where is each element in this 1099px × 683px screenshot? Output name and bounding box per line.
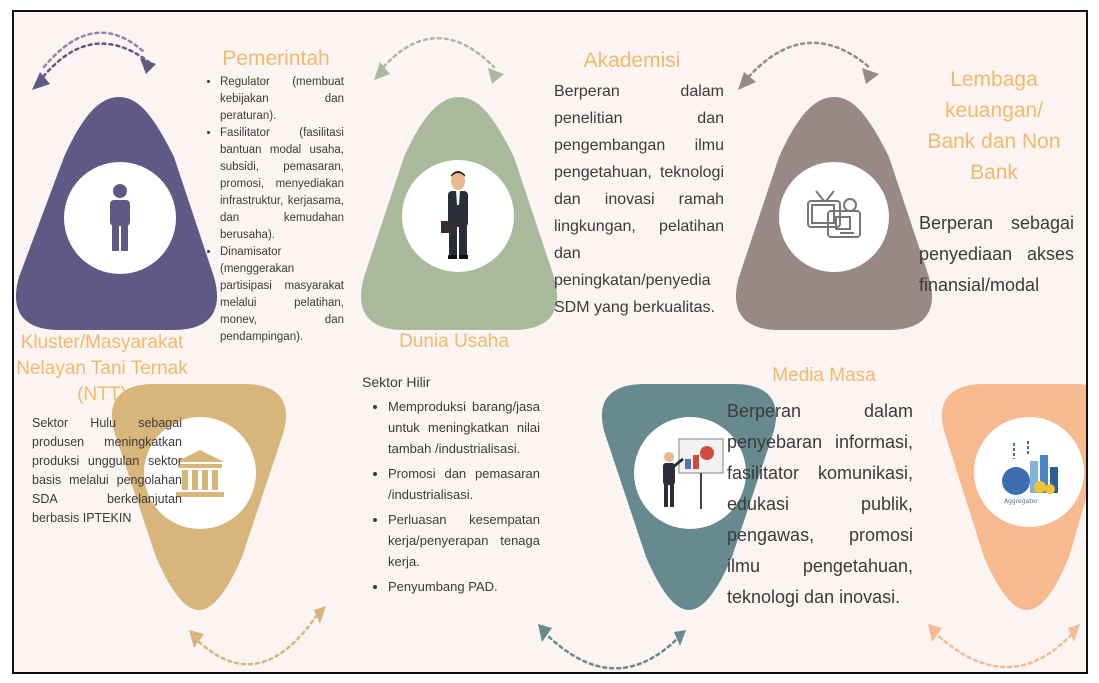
akademisi-text: Berperan dalam penelitian dan pengembang… <box>554 83 724 316</box>
person-icon-circle <box>64 162 176 274</box>
businessman-icon-circle <box>402 160 514 272</box>
kluster-title: Kluster/Masyarakat Nelayan Tani Ternak (… <box>16 332 188 405</box>
pemerintah-list: Regulator (membuat kebijakan dan peratur… <box>204 74 344 346</box>
pemerintah-title: Pemerintah <box>222 47 330 70</box>
infographic-frame: Aggregator Pemerintah Regulator (membuat… <box>12 10 1088 674</box>
lembaga-title: Lembaga keuangan/ Bank dan Non Bank <box>927 68 1061 184</box>
dunia-usaha-title: Dunia Usaha <box>399 331 509 352</box>
media-tv-radio-icon <box>807 190 861 238</box>
akademisi-title: Akademisi <box>583 49 681 72</box>
person-icon <box>110 184 130 251</box>
dunia-usaha-item: Memproduksi barang/jasa untuk meningkatk… <box>388 396 540 459</box>
finance-icon-circle: Aggregator <box>974 417 1084 527</box>
presentation-icon <box>663 438 724 509</box>
dunia-usaha-item: Perluasan kesempatan kerja/penyerapan te… <box>388 509 540 572</box>
media-masa-text: Berperan dalam penyebaran informasi, fas… <box>727 401 913 607</box>
kluster-text: Sektor Hulu sebagai produsen meningkatka… <box>32 416 182 525</box>
pemerintah-item: Dinamisator (menggerakan partisipasi mas… <box>220 244 344 346</box>
lembaga-text: Berperan sebagai penyediaan akses finans… <box>919 213 1074 295</box>
finance-illustration-icon: Aggregator <box>1002 441 1058 505</box>
dunia-usaha-item: Promosi dan pemasaran /industrialisasi. <box>388 463 540 505</box>
pemerintah-item: Fasilitator (fasilitasi bantuan modal us… <box>220 125 344 244</box>
aggregator-label: Aggregator <box>1004 498 1038 505</box>
government-building-icon <box>176 450 224 497</box>
media-masa-title: Media Masa <box>772 365 876 386</box>
dunia-usaha-item: Penyumbang PAD. <box>388 576 540 597</box>
pemerintah-item: Regulator (membuat kebijakan dan peratur… <box>220 74 344 125</box>
dunia-usaha-list: Memproduksi barang/jasa untuk meningkatk… <box>372 396 540 597</box>
presentation-icon-circle <box>634 417 746 529</box>
dunia-usaha-subtitle: Sektor Hilir <box>362 374 431 390</box>
media-icon-circle <box>779 162 889 272</box>
building-icon-circle <box>144 417 256 529</box>
businessman-icon <box>441 171 468 259</box>
